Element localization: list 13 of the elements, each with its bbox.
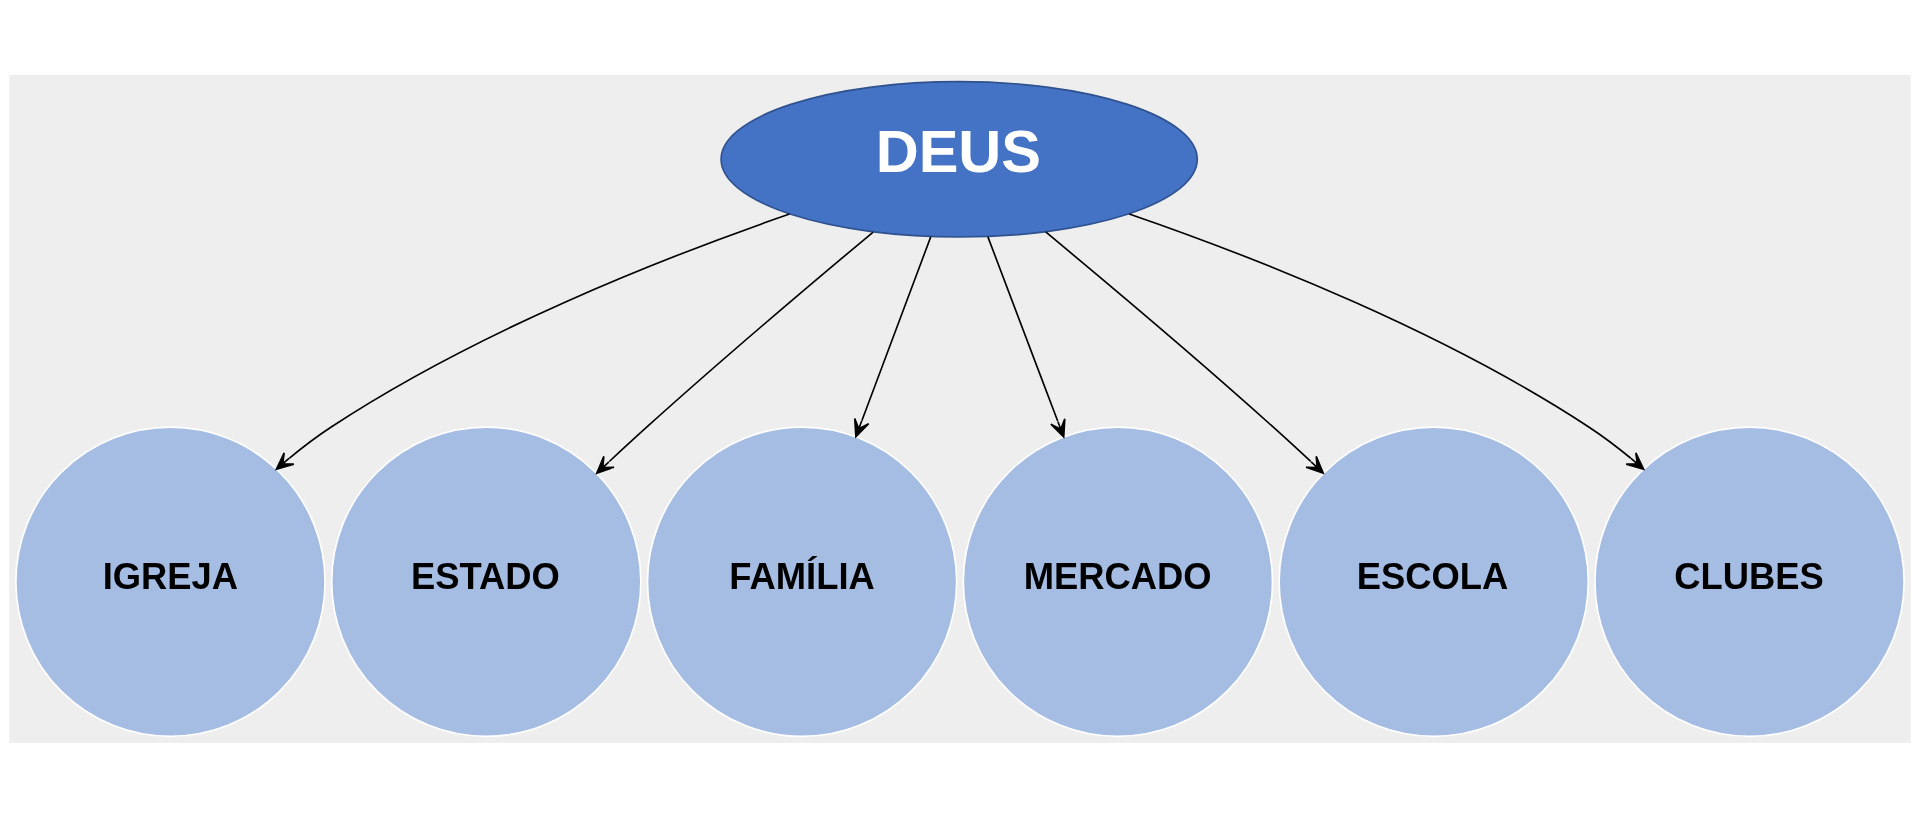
arrow: [1044, 230, 1325, 474]
arrow: [1128, 212, 1645, 470]
arrow: [853, 235, 932, 437]
node-circle: ESCOLA: [1278, 425, 1590, 737]
node-circle: ESTADO: [330, 425, 642, 737]
node-circle: MERCADO: [962, 425, 1274, 737]
node-circle: FAMÍLIA: [646, 425, 958, 737]
node-ellipse: DEUS: [720, 80, 1199, 238]
arrow: [275, 212, 791, 470]
arrow: [987, 235, 1066, 438]
node-circle: CLUBES: [1594, 425, 1905, 737]
node-circle: IGREJA: [15, 425, 326, 737]
arrow: [596, 230, 874, 474]
